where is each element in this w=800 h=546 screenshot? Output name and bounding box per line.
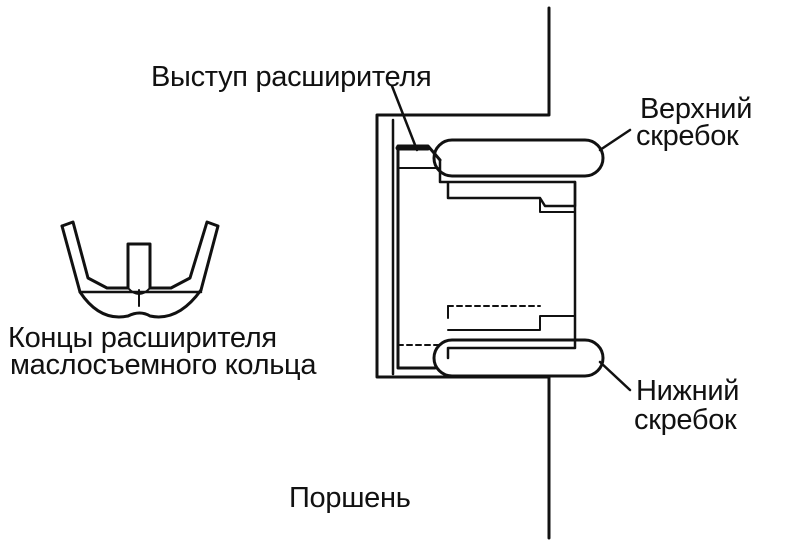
label-lower-rail-line2: скребок [634,404,737,436]
lower-rail [432,338,605,378]
piston-wall [375,6,551,540]
label-upper-rail-line2: скребок [636,120,739,152]
upper-rail [432,138,605,178]
expander-tab-leader [390,84,419,152]
label-expander-tab: Выступ расширителя [151,61,432,93]
label-expander-ends-line1: Концы расширителя [8,322,277,354]
expander-ends-detail [60,220,220,319]
expander-right-face [438,158,577,208]
label-piston: Поршень [289,482,411,514]
label-lower-rail-line1: Нижний [636,375,740,407]
lower-rail-leader [598,360,632,392]
expander-body [396,166,437,370]
label-expander-ends-line2: маслосъемного кольца [10,349,317,381]
label-upper-rail-line1: Верхний [640,93,753,125]
upper-rail-leader [598,128,632,152]
